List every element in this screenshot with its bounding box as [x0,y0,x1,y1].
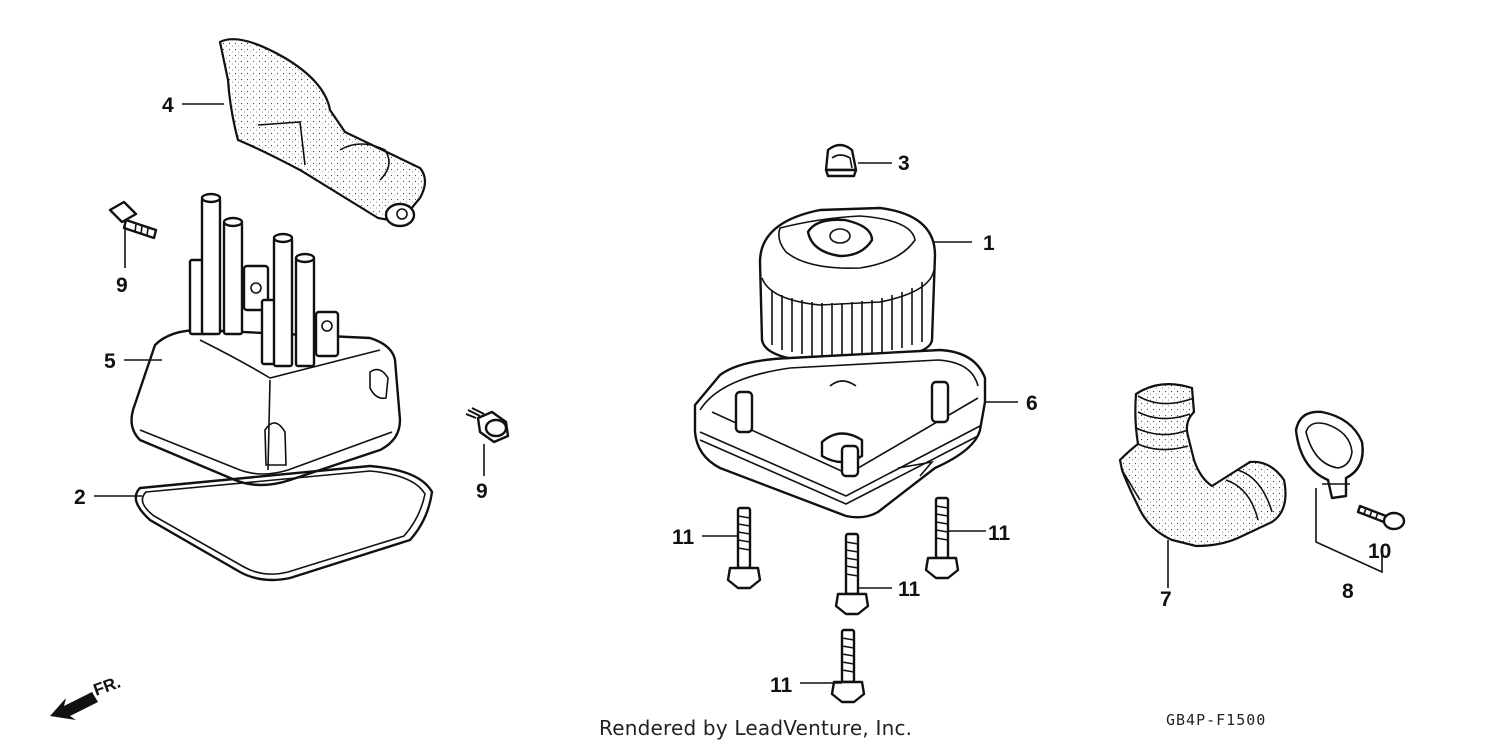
front-label: FR. [91,673,123,700]
callout-1: 1 [983,232,995,255]
rendered-by-credit: Rendered by LeadVenture, Inc. [599,716,913,740]
diagram-code: GB4P-F1500 [1166,711,1267,729]
part-11-bolt-middle[interactable] [834,532,870,616]
leader-lines [94,103,1383,684]
callout-9-lower: 9 [476,480,488,503]
part-5-case-cover[interactable] [130,192,402,487]
part-9-bolt-lower[interactable] [465,407,510,444]
part-8-clamp[interactable] [1294,410,1364,500]
part-11-bolt-left[interactable] [726,506,762,590]
part-2-gasket[interactable] [134,464,434,582]
callout-11-bottom: 11 [770,674,793,697]
part-6-case[interactable] [693,348,987,519]
callout-11-right: 11 [988,522,1011,545]
callout-11-middle: 11 [898,578,921,601]
callout-5: 5 [104,350,116,373]
callout-9-upper: 9 [116,274,128,297]
part-11-bolt-bottom[interactable] [830,628,866,704]
part-9-bolt-upper[interactable] [108,200,158,240]
part-1-element[interactable] [758,206,937,364]
callout-10: 10 [1368,540,1391,563]
callout-11-left: 11 [672,526,695,549]
callout-2: 2 [74,486,86,509]
part-3-grommet[interactable] [824,143,858,178]
callout-3: 3 [898,152,910,175]
callout-7: 7 [1160,588,1172,611]
part-10-screw[interactable] [1356,504,1406,531]
part-11-bolt-right[interactable] [924,496,960,580]
part-7-intake-tube[interactable] [1118,383,1287,548]
callout-labels: 1 2 3 4 5 6 7 8 9 9 10 11 11 11 11 [74,94,1391,697]
part-4-cover-plate[interactable] [218,38,427,228]
front-arrow-icon: FR. [50,673,123,720]
callout-6: 6 [1026,392,1038,415]
callout-8: 8 [1342,580,1354,603]
callout-4: 4 [162,94,174,117]
